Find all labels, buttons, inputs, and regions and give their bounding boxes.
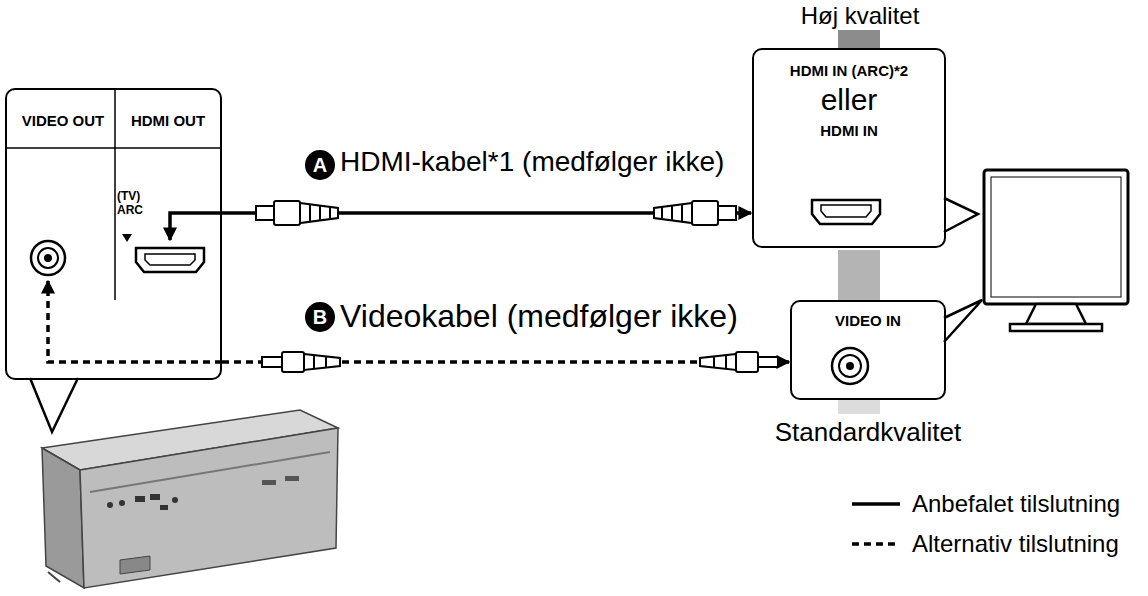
video-inner-arrow [48,281,222,362]
legend-text: Anbefalet tilslutning [912,490,1120,518]
port-label: (TV) ARC [117,190,157,218]
quality-band [838,30,880,48]
video-jack [846,362,854,370]
panel-divider [7,147,220,149]
callout-pointer [944,300,982,342]
hdmi-inner-arrow [170,213,222,240]
video-jack [839,355,861,377]
player-device [42,410,338,588]
video-jack [38,248,58,268]
tv-stand [1010,324,1102,331]
hdmi-port [145,254,195,265]
connector-callout: VIDEO IN [790,300,946,400]
port-label: VIDEO IN [835,312,901,329]
quality-band [838,400,880,414]
legend-text: Alternativ tilslutning [912,530,1119,558]
tv-screen [984,170,1128,304]
quality-label: Standardkvalitet [775,418,961,448]
connector-callout: HDMI IN (ARC)*2 ellerHDMI IN [752,48,946,248]
cable-badge: A [305,150,335,180]
cable-label: Videokabel (medfølger ikke) [340,298,738,335]
legend-line-sample [850,538,902,550]
port-label: HDMI IN [820,122,878,139]
arc-triangle [122,234,132,242]
legend-line-sample [850,498,902,510]
callout-pointer [944,198,978,232]
hdmi-port [136,248,204,272]
port-label: eller [821,83,878,118]
video-jack [832,348,868,384]
port-label: VIDEO OUT [11,112,115,129]
video-jack [44,254,52,262]
rear-panel-callout: VIDEO OUTHDMI OUT (TV) ARC [5,88,222,380]
quality-band [838,250,880,300]
callout-pointer [30,378,78,432]
port-label: HDMI OUT [119,112,217,129]
tv-screen [991,177,1121,297]
hdmi-port [821,205,871,217]
legend-item: Alternativ tilslutning [850,530,1119,558]
panel-divider [114,90,116,300]
port-label: HDMI IN (ARC)*2 [790,62,908,79]
hdmi-port [812,200,880,224]
video-jack [31,241,65,275]
quality-label: Høj kvalitet [801,2,920,30]
legend-item: Anbefalet tilslutning [850,490,1120,518]
hdmi-plug [256,201,736,225]
cable-label: HDMI-kabel*1 (medfølger ikke) [340,146,724,178]
cable-badge: B [305,302,335,332]
rca-plug [262,352,778,372]
tv-stand [1026,304,1086,324]
